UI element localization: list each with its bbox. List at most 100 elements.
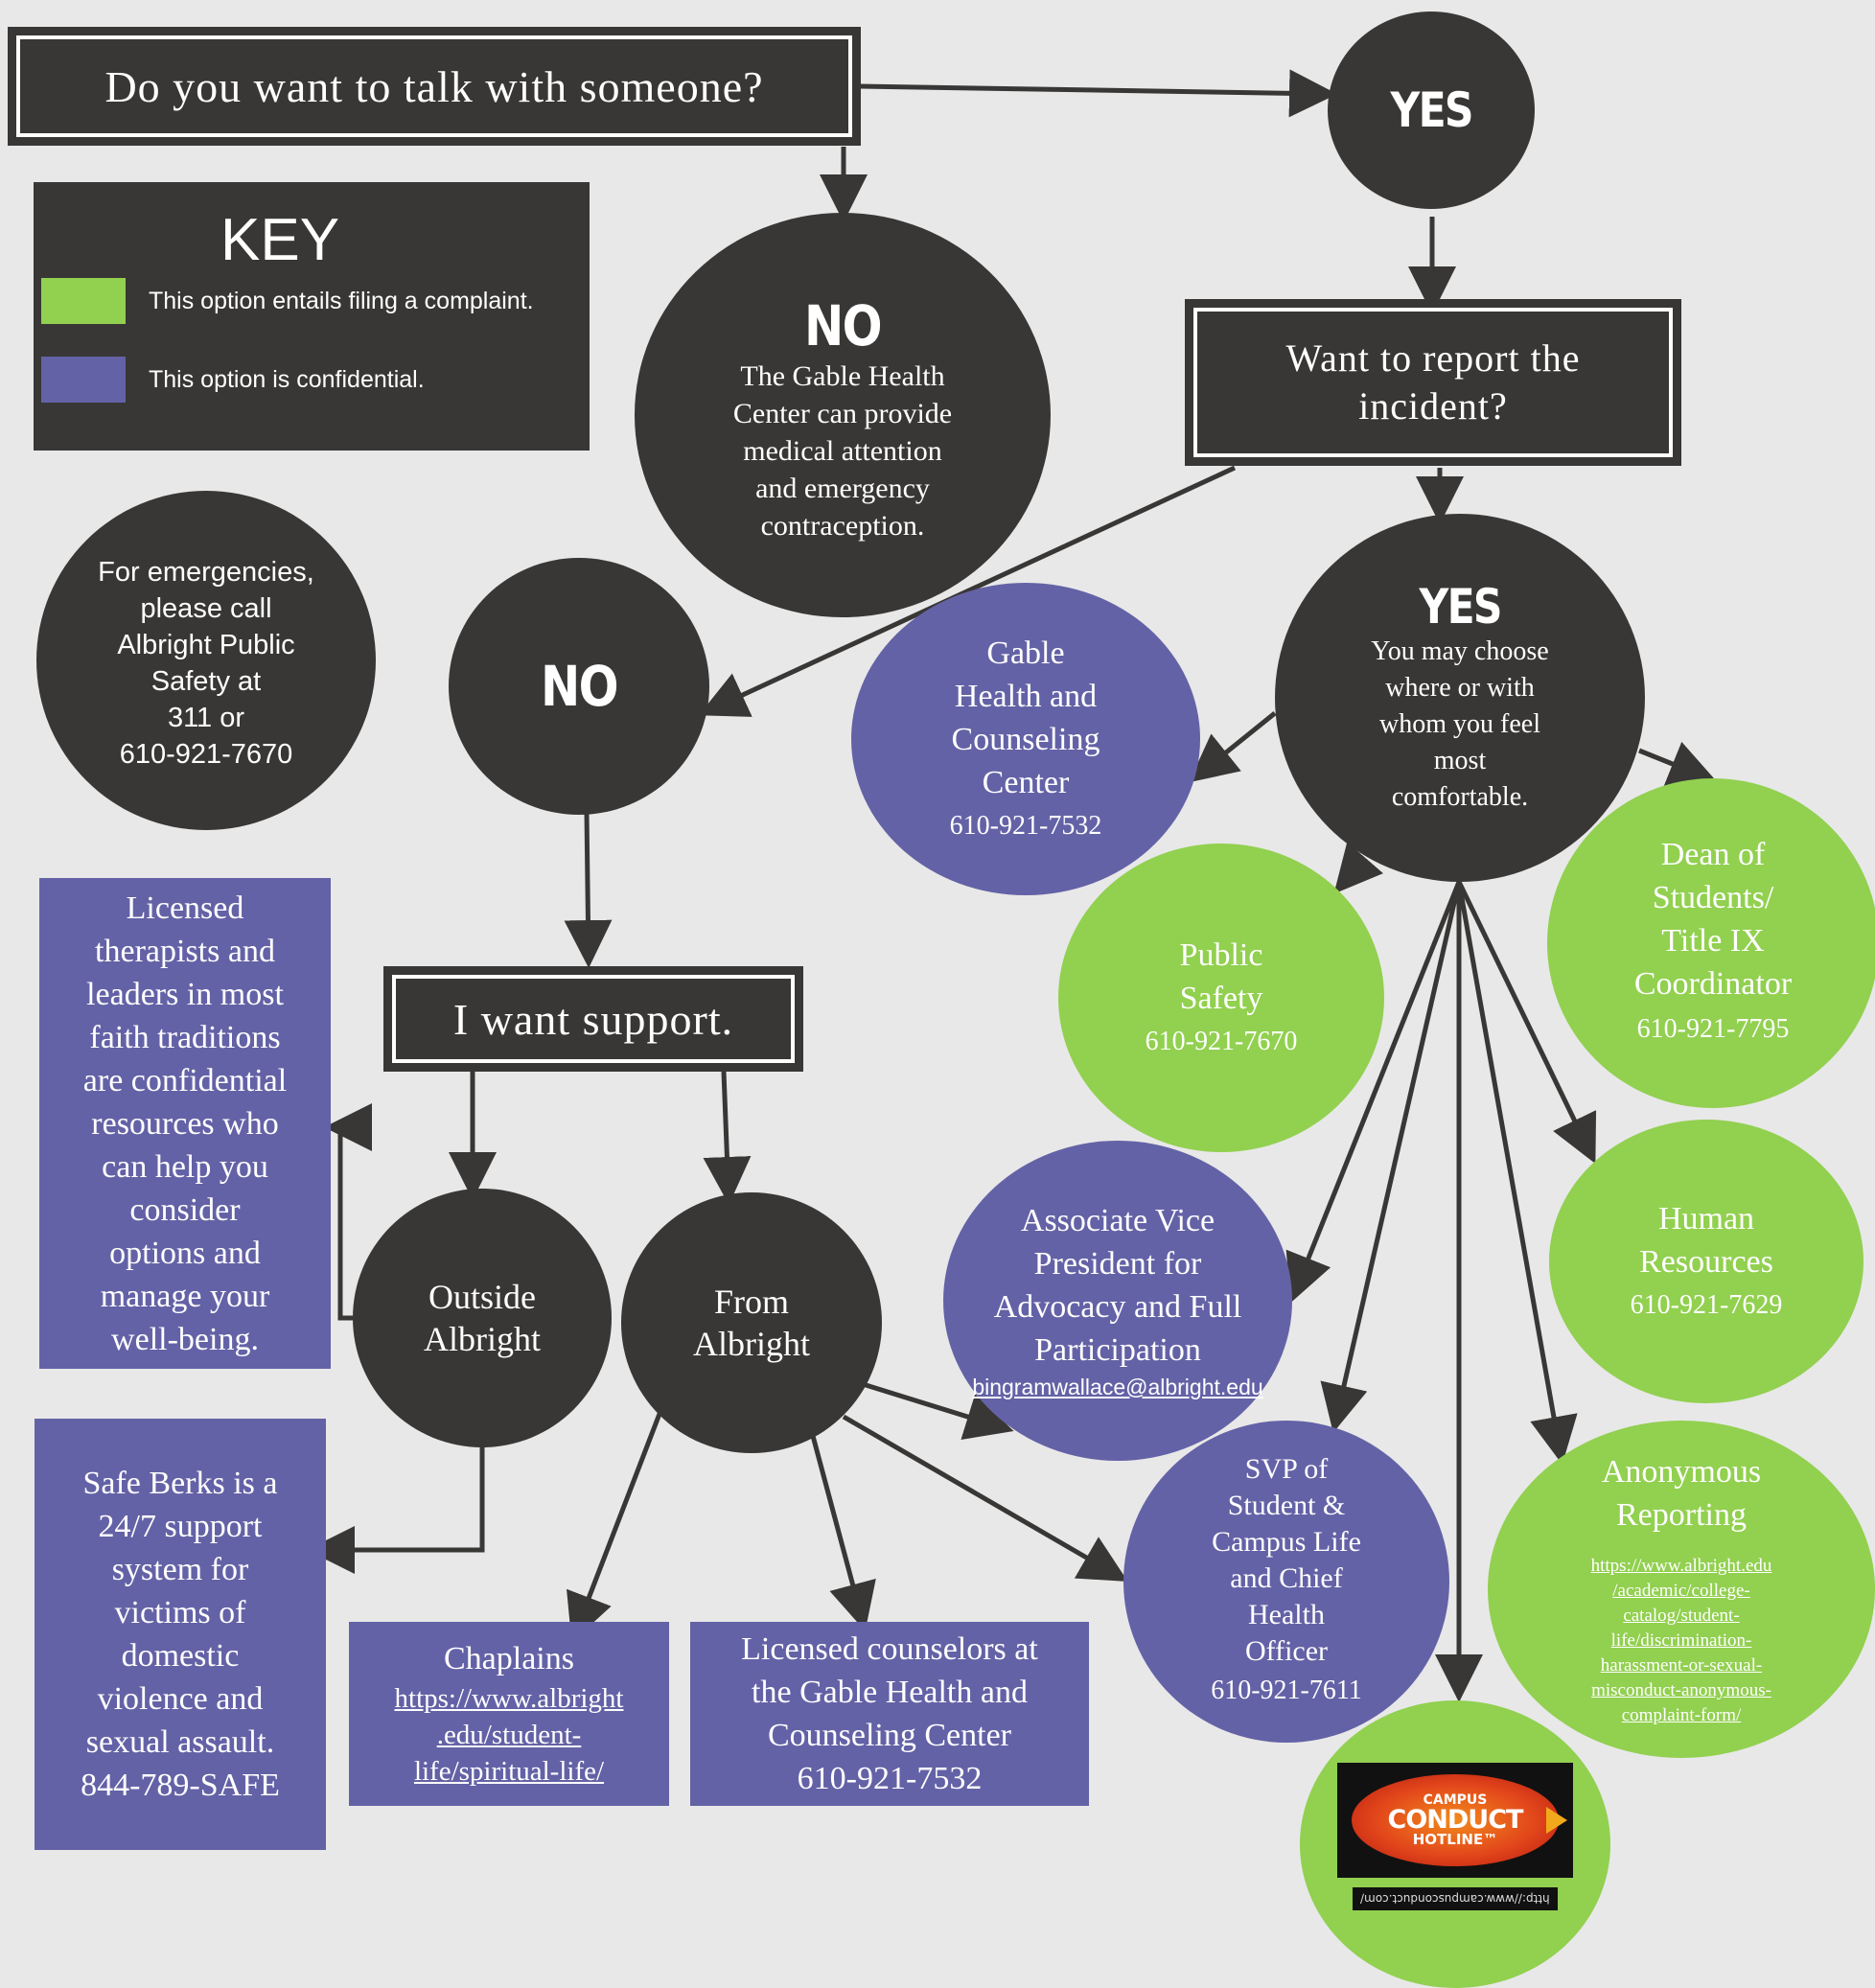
- arrow-from-to-counselors: [810, 1435, 876, 1631]
- avp-line: Advocacy and Full: [993, 1289, 1242, 1325]
- safe-berks-line: system for: [111, 1552, 249, 1587]
- arrow-yes-to-anonymous: [1456, 881, 1578, 1465]
- no-top-line: medical attention: [743, 434, 942, 467]
- hotline-url-bar[interactable]: http://www.campusconduct.com/: [1353, 1887, 1558, 1910]
- svp-line: Officer: [1244, 1635, 1329, 1667]
- outside-albright-circle: Outside Albright: [353, 1189, 612, 1447]
- safe-berks-line: domestic: [121, 1638, 240, 1674]
- faith-line: manage your: [100, 1278, 270, 1314]
- chaplains-url-link[interactable]: https://www.albright .edu/student- life/…: [395, 1680, 624, 1790]
- yes-top-circle: YES: [1328, 12, 1535, 209]
- faith-line: faith traditions: [89, 1019, 281, 1055]
- dean-line: Title IX: [1661, 923, 1765, 959]
- outside-line: Albright: [424, 1320, 541, 1358]
- yes-report-line: whom you feel: [1379, 709, 1540, 739]
- hr-line: Human: [1657, 1200, 1755, 1237]
- hotline-url-text: http://www.campusconduct.com/: [1360, 1892, 1550, 1906]
- hotline-logo[interactable]: CAMPUS CONDUCT HOTLINE™: [1337, 1763, 1573, 1878]
- faith-line: therapists and: [95, 933, 275, 969]
- chaplains-box: Chaplains https://www.albright .edu/stud…: [349, 1622, 669, 1806]
- from-line: From: [713, 1283, 789, 1321]
- arrow-no-to-support: [564, 812, 613, 968]
- anonymous-line: Reporting: [1616, 1497, 1747, 1533]
- yes-report-line: most: [1433, 746, 1487, 775]
- counselors-line: Licensed counselors at: [741, 1631, 1038, 1667]
- no-top-line: and emergency: [755, 472, 930, 504]
- arrow-yes-to-publicsafety: [1333, 842, 1384, 894]
- no-top-label: NO: [804, 292, 882, 358]
- hr-circle: Human Resources 610-921-7629: [1549, 1120, 1863, 1403]
- avp-line: Associate Vice: [1020, 1203, 1215, 1238]
- gable-line: Health and: [954, 678, 1098, 714]
- support-box: I want support.: [383, 966, 803, 1072]
- anonymous-url-link[interactable]: https://www.albright.edu /academic/colle…: [1591, 1554, 1772, 1728]
- emergency-line: please call: [140, 593, 272, 624]
- public-safety-line: Public: [1179, 936, 1263, 973]
- outside-line: Outside: [428, 1278, 536, 1316]
- start-question-box: Do you want to talk with someone?: [8, 27, 861, 146]
- chaplains-url-line: https://www.albright: [394, 1683, 624, 1714]
- yes-report-line: where or with: [1385, 673, 1535, 703]
- no-top-line: Center can provide: [732, 397, 953, 429]
- gable-line: Center: [982, 764, 1070, 800]
- emergency-line: For emergencies,: [98, 557, 314, 588]
- anonymous-url-line: misconduct-anonymous-: [1591, 1680, 1771, 1700]
- safe-berks-box: Safe Berks is a 24/7 support system for …: [35, 1419, 326, 1850]
- report-question-box: Want to report the incident?: [1185, 299, 1681, 466]
- chaplains-url-line: .edu/student-: [436, 1720, 582, 1750]
- anonymous-url-line: https://www.albright.edu: [1590, 1556, 1772, 1576]
- report-question-line: incident?: [1358, 384, 1508, 428]
- safe-berks-line: 24/7 support: [98, 1509, 263, 1544]
- faith-line: resources who: [91, 1105, 279, 1142]
- no-top-line: contraception.: [760, 509, 925, 542]
- arrow-from-to-svp: [842, 1414, 1128, 1583]
- avp-line: Participation: [1034, 1332, 1201, 1368]
- key-legend: KEY This option entails filing a complai…: [34, 182, 590, 451]
- counselors-line: Counseling Center: [767, 1718, 1012, 1753]
- svp-phone: 610-921-7611: [1211, 1676, 1362, 1705]
- svp-line: and Chief: [1230, 1562, 1343, 1594]
- svp-line: Campus Life: [1212, 1526, 1361, 1558]
- chaplains-url-line: life/spiritual-life/: [413, 1756, 605, 1787]
- support-label: I want support.: [452, 994, 734, 1044]
- chaplains-label: Chaplains: [444, 1641, 574, 1676]
- public-safety-line: Safety: [1179, 980, 1263, 1016]
- anonymous-line: Anonymous: [1601, 1454, 1762, 1490]
- avp-email-link[interactable]: bingramwallace@albright.edu: [972, 1375, 1263, 1399]
- emergency-line: Albright Public: [117, 630, 295, 660]
- arrow-support-to-from: [703, 1071, 752, 1205]
- dean-circle: Dean of Students/ Title IX Coordinator 6…: [1547, 778, 1875, 1108]
- yes-report-line: comfortable.: [1391, 782, 1529, 812]
- arrow-outside-to-faith: [324, 1103, 372, 1321]
- yes-top-label: YES: [1390, 82, 1473, 138]
- avp-line: President for: [1033, 1246, 1202, 1282]
- purple-swatch: [41, 357, 126, 403]
- anonymous-url-line: harassment-or-sexual-: [1600, 1655, 1763, 1676]
- hotline-arrow-icon: [1546, 1807, 1567, 1834]
- no-top-circle: NO The Gable Health Center can provide m…: [635, 213, 1051, 617]
- anonymous-url-line: complaint-form/: [1621, 1705, 1742, 1725]
- safe-berks-line: victims of: [114, 1595, 246, 1630]
- faith-line: are confidential: [82, 1062, 288, 1098]
- faith-line: well-being.: [111, 1321, 259, 1357]
- yes-report-line: You may choose: [1371, 636, 1549, 666]
- hotline-circle: CAMPUS CONDUCT HOTLINE™ http://www.campu…: [1300, 1700, 1610, 1988]
- emergency-line: 311 or: [167, 703, 245, 733]
- gable-center-circle: Gable Health and Counseling Center 610-9…: [851, 583, 1200, 895]
- safe-berks-phone: 844-789-SAFE: [81, 1768, 280, 1803]
- svp-line: SVP of: [1244, 1453, 1329, 1485]
- arrow-yes-to-svp: [1320, 881, 1462, 1433]
- public-safety-phone: 610-921-7670: [1145, 1026, 1298, 1056]
- safe-berks-line: sexual assault.: [85, 1724, 275, 1760]
- dean-phone: 610-921-7795: [1636, 1014, 1790, 1044]
- faith-line: can help you: [102, 1148, 268, 1185]
- key-confidential-text: This option is confidential.: [149, 365, 425, 393]
- no-report-label: NO: [541, 654, 618, 719]
- arrow-yes-to-hr: [1456, 880, 1597, 1165]
- hotline-logo-oval: CAMPUS CONDUCT HOTLINE™: [1352, 1774, 1559, 1866]
- arrow-from-to-chaplains: [567, 1413, 662, 1643]
- key-title: KEY: [220, 207, 340, 273]
- avp-circle: Associate Vice President for Advocacy an…: [943, 1141, 1292, 1461]
- anonymous-url-line: catalog/student-: [1623, 1606, 1740, 1626]
